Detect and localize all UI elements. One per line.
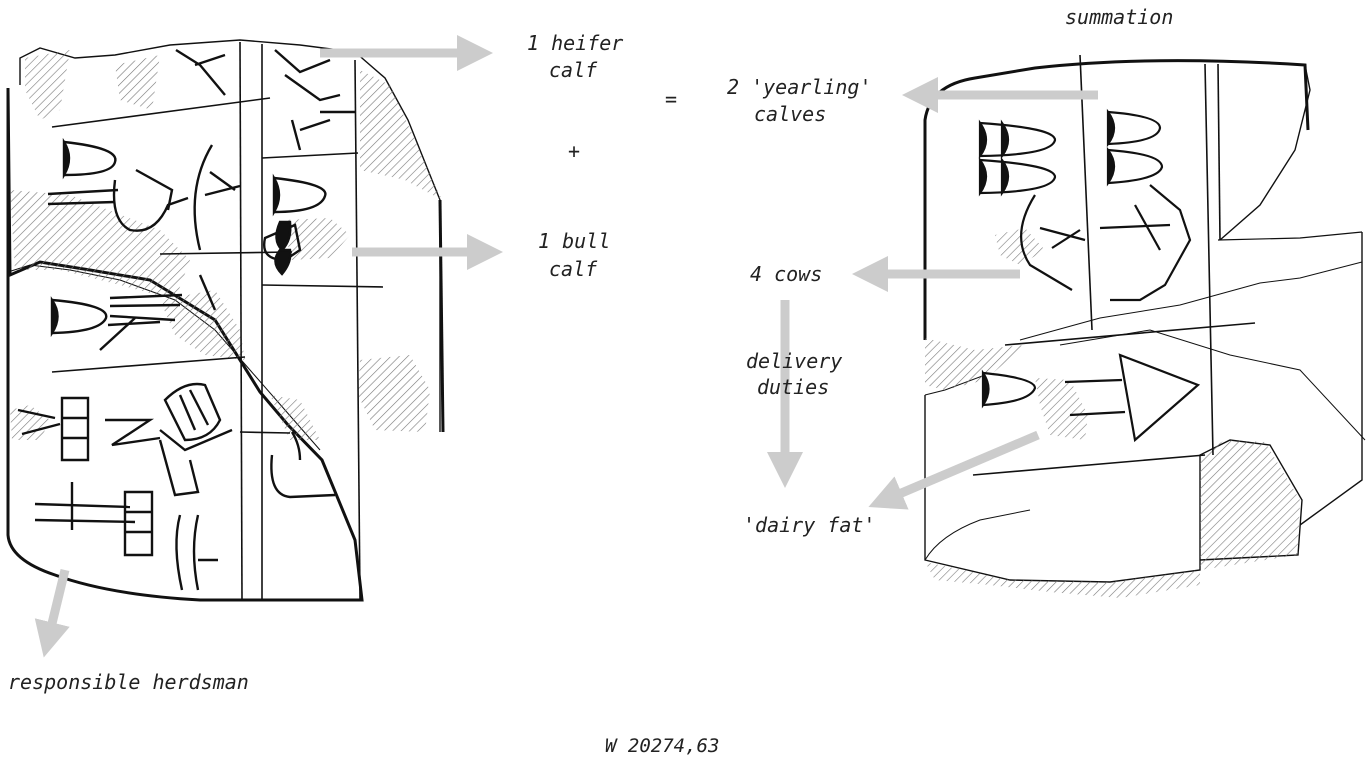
case-line [51, 356, 246, 373]
damage-area [25, 50, 70, 120]
right-tablet-right-edge [1219, 64, 1311, 241]
left-tablet-right-edge [438, 199, 445, 433]
right-tablet-side-edge [1217, 231, 1363, 241]
herdsman-label: responsible herdsman [8, 670, 249, 694]
cows-label: 4 cows [750, 262, 822, 286]
sign-group [978, 108, 1201, 443]
yearling-label: calves [754, 102, 826, 126]
left-tablet-outline [6, 87, 364, 602]
equals-sign: = [665, 87, 677, 111]
heifer-label: 1 heifer [527, 31, 623, 55]
column-divider [1204, 63, 1214, 456]
damage-area [10, 190, 190, 300]
plus-sign: + [568, 139, 580, 163]
sign-group [17, 48, 355, 591]
column-divider [239, 41, 243, 601]
damage-area [270, 395, 320, 440]
damage-area [285, 218, 350, 260]
case-line [159, 251, 293, 255]
left-tablet-top-edge [19, 39, 441, 432]
right-tablet-side-edge [1299, 232, 1363, 526]
dairy-fat-label: 'dairy fat' [743, 513, 875, 537]
arrow-to-herdsman [34, 568, 70, 658]
case-line [972, 454, 1206, 476]
case-line [1004, 322, 1256, 346]
column-divider [354, 59, 361, 601]
damage-area [1035, 378, 1088, 440]
case-line [261, 284, 384, 288]
case-line [51, 97, 271, 128]
right-tablet-break-line [1019, 261, 1363, 341]
bull-label: 1 bull [538, 229, 610, 253]
right-tablet-lower-edge [924, 509, 1031, 561]
left-tablet [6, 39, 445, 602]
case-line [261, 152, 359, 159]
labels: summation 1 heifer calf = 2 'yearling' c… [8, 5, 1173, 757]
damage-area [160, 290, 245, 360]
heifer-label: calf [549, 58, 598, 82]
right-tablet [923, 54, 1366, 598]
damage-area [925, 338, 1025, 390]
damage-area [925, 562, 1200, 598]
delivery-label: delivery [746, 349, 842, 373]
column-divider [1217, 63, 1221, 241]
damage-area [360, 70, 442, 200]
yearling-label: 2 'yearling' [727, 75, 872, 99]
damage-area [10, 405, 50, 440]
delivery-label: duties [757, 375, 829, 399]
damage-area [358, 355, 430, 432]
annotation-arrows [34, 35, 1098, 658]
damage-area [1200, 440, 1300, 570]
arrow-to-dairy-fat [868, 430, 1040, 510]
damage-area [995, 228, 1045, 265]
column-divider [1079, 54, 1093, 331]
summation-label: summation [1065, 5, 1173, 29]
case-line [239, 431, 291, 434]
right-tablet-outline [923, 59, 1310, 340]
tablet-id-caption: W 20274,63 [605, 735, 719, 757]
damage-area [115, 55, 160, 110]
bull-label: calf [549, 257, 598, 281]
